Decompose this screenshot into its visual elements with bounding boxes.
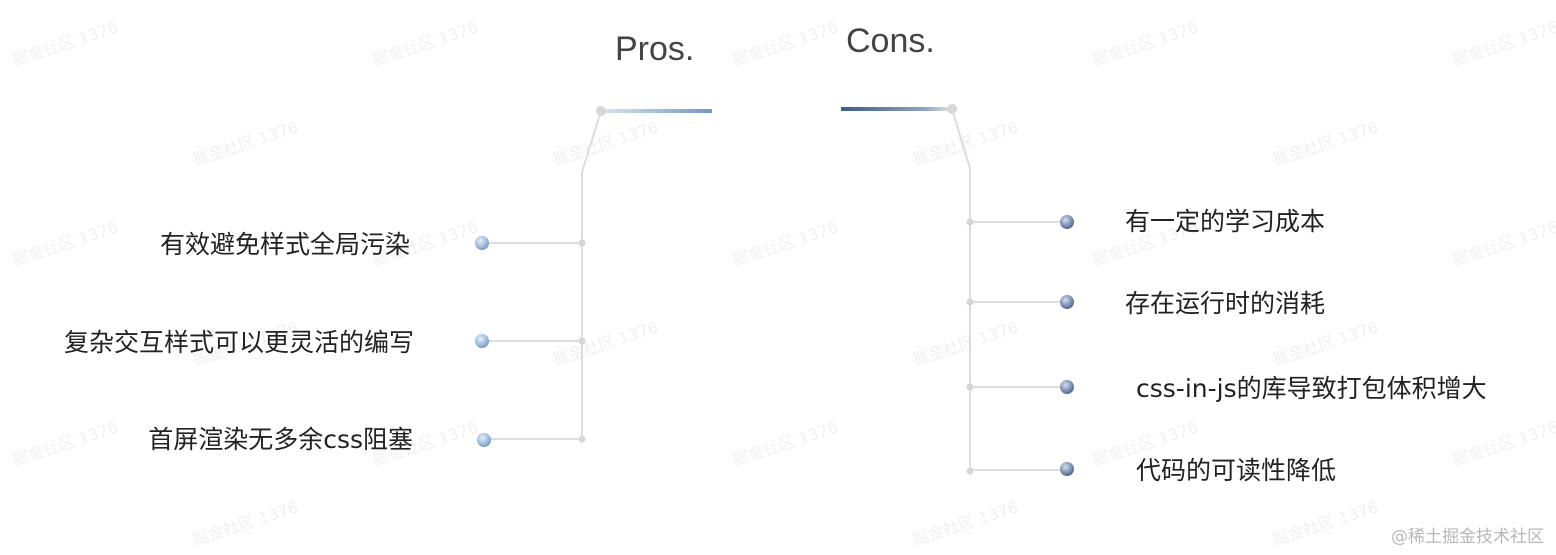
cons-node	[1060, 215, 1074, 229]
cons-junction	[966, 298, 974, 306]
cons-junction	[966, 218, 974, 226]
pros-node	[475, 236, 489, 250]
cons-item: 存在运行时的消耗	[1125, 289, 1326, 318]
cons-node	[1060, 380, 1074, 394]
cons-node	[1060, 462, 1074, 476]
cons-node	[1060, 295, 1074, 309]
cons-junction	[966, 383, 974, 391]
cons-title: Cons.	[846, 22, 935, 60]
source-watermark: @稀土掘金技术社区	[1391, 527, 1544, 547]
pros-junction	[578, 337, 586, 345]
cons-header-bar	[841, 107, 953, 111]
pros-header-bar	[600, 109, 712, 113]
cons-trunk	[951, 108, 971, 472]
pros-node	[477, 433, 491, 447]
cons-item: 代码的可读性降低	[1136, 456, 1337, 485]
pros-node	[475, 334, 489, 348]
pros-junction	[578, 239, 586, 247]
cons-junction	[966, 467, 974, 475]
cons-item: 有一定的学习成本	[1125, 207, 1326, 236]
pros-item: 首屏渲染无多余css阻塞	[148, 425, 413, 454]
cons-item: css-in-js的库导致打包体积增大	[1136, 374, 1487, 403]
pros-item: 有效避免样式全局污染	[159, 230, 410, 259]
pros-item: 复杂交互样式可以更灵活的编写	[63, 328, 414, 357]
pros-trunk	[581, 110, 602, 440]
pros-title: Pros.	[615, 30, 695, 68]
pros-junction	[578, 435, 586, 443]
